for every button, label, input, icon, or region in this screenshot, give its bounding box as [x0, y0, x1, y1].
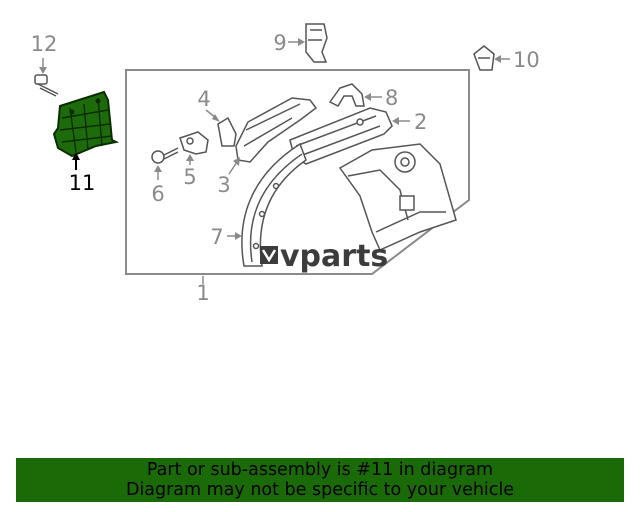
callout-9: 9 [273, 31, 286, 55]
part-10-clip[interactable] [473, 45, 495, 71]
callout-1: 1 [196, 281, 209, 305]
watermark-text: vparts [280, 239, 388, 274]
callout-7: 7 [210, 225, 223, 249]
callout-5-arrow [186, 154, 194, 161]
callout-12-arrow [39, 67, 47, 74]
callout-6: 6 [151, 182, 164, 206]
notice-banner: Part or sub-assembly is #11 in diagram D… [16, 458, 624, 502]
part-11-shape[interactable] [52, 90, 120, 158]
part-12-bolt[interactable] [34, 74, 59, 97]
callout-3: 3 [217, 173, 230, 197]
callout-3-leader [228, 161, 238, 175]
notice-line-1: Part or sub-assembly is #11 in diagram [146, 460, 494, 480]
callout-12: 12 [31, 32, 58, 56]
callout-8-arrow [364, 93, 371, 101]
callout-4: 4 [197, 87, 210, 111]
callout-6-arrow [154, 165, 162, 172]
callout-7-arrow [235, 232, 242, 240]
part-3-reinforcement[interactable] [235, 97, 318, 163]
inner-wheelhouse-panel[interactable] [338, 143, 457, 251]
callout-2: 2 [414, 110, 427, 134]
callout-11: 11 [69, 171, 96, 195]
callout-2-arrow [392, 117, 399, 125]
watermark-logo: vparts [260, 239, 388, 274]
callout-8: 8 [385, 86, 398, 110]
assembly-frame [125, 69, 470, 275]
part-4-bracket[interactable] [217, 116, 237, 147]
callout-4-arrow [212, 114, 220, 122]
callout-5: 5 [183, 165, 196, 189]
callout-11-arrow [72, 152, 80, 160]
part-6-bolt[interactable] [151, 147, 179, 164]
part-9-clip[interactable] [305, 23, 328, 63]
part-7-wheelhouse-arch[interactable] [241, 142, 307, 267]
logo-mark-glyph [261, 249, 277, 263]
notice-line-2: Diagram may not be specific to your vehi… [125, 480, 515, 500]
callout-10: 10 [513, 48, 540, 72]
callout-10-arrow [494, 55, 501, 63]
callout-3-arrow [233, 157, 240, 166]
callout-9-arrow [298, 38, 305, 46]
part-5-bracket[interactable] [179, 131, 209, 155]
part-8-bracket[interactable] [328, 83, 365, 107]
